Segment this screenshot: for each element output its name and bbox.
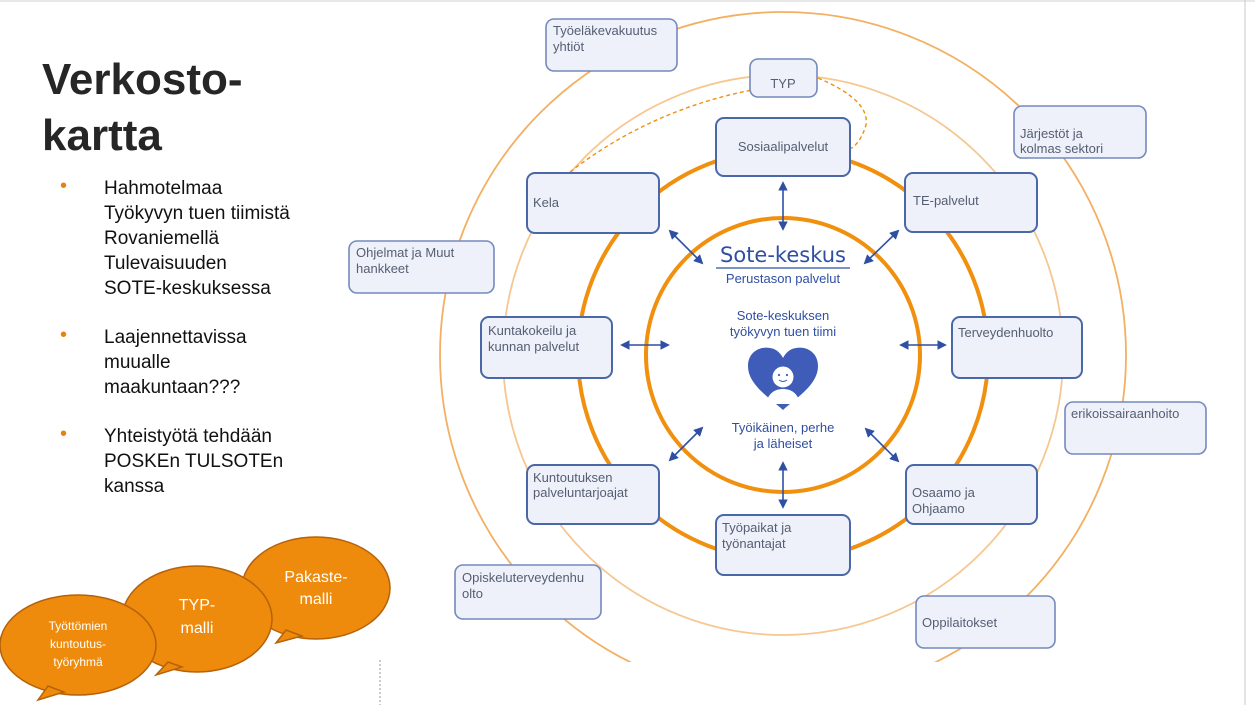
node-osaamo-ohjaamo: Osaamo ja Ohjaamo <box>905 464 1038 525</box>
svg-text:Opiskeluterveydenhu: Opiskeluterveydenhu <box>462 570 584 585</box>
svg-text:Osaamo ja: Osaamo ja <box>912 485 976 500</box>
svg-text:työnantajat: työnantajat <box>722 536 786 551</box>
node-typ: TYP <box>749 58 818 98</box>
svg-text:hankkeet: hankkeet <box>356 261 409 276</box>
svg-text:TYP: TYP <box>770 76 795 91</box>
slide-title: Verkosto- kartta <box>42 55 243 160</box>
bubble-pakaste-malli: Pakaste- malli <box>241 536 391 645</box>
bullet-item: • Yhteistyötä tehdään POSKEn TULSOTEn kan… <box>60 423 290 499</box>
bullet-dot-icon: • <box>60 423 68 445</box>
svg-text:Kuntakokeilu ja: Kuntakokeilu ja <box>488 323 577 338</box>
center-focus-line2: ja läheiset <box>753 436 813 451</box>
node-jarjestot: Järjestöt ja kolmas sektori <box>1013 105 1147 159</box>
node-tyopaikat: Työpaikat ja työnantajat <box>715 514 851 576</box>
node-kuntoutus: Kuntoutuksen palveluntarjoajat <box>526 464 660 525</box>
dashed-link-kela-typ <box>569 89 753 173</box>
svg-text:malli: malli <box>181 620 214 637</box>
center-team-line2: työkyvyn tuen tiimi <box>730 324 836 339</box>
svg-text:Sosiaalipalvelut: Sosiaalipalvelut <box>738 139 829 154</box>
node-terveydenhuolto: Terveydenhuolto <box>951 316 1083 379</box>
svg-text:Ohjaamo: Ohjaamo <box>912 501 965 516</box>
svg-text:olto: olto <box>462 586 483 601</box>
node-opiskeluterveydenhuolto: Opiskeluterveydenhu olto <box>454 564 602 620</box>
node-kuntakokeilu: Kuntakokeilu ja kunnan palvelut <box>480 316 613 379</box>
svg-text:Terveydenhuolto: Terveydenhuolto <box>958 325 1053 340</box>
svg-text:Oppilaitokset: Oppilaitokset <box>922 615 998 630</box>
node-oppilaitokset: Oppilaitokset <box>915 595 1056 649</box>
node-tyoelakevakuutus: Työeläkevakuutus yhtiöt <box>545 18 678 72</box>
svg-text:TYP-: TYP- <box>179 597 215 614</box>
arrow-kuntoutus <box>668 426 704 462</box>
svg-text:Järjestöt ja: Järjestöt ja <box>1020 126 1084 141</box>
heart-person-icon <box>748 347 818 410</box>
center-title: Sote-keskus <box>720 243 846 267</box>
outer-ring <box>439 11 1127 662</box>
bullet-text: Hahmotelmaa Työkyvyn tuen tiimistä Rovan… <box>104 178 290 299</box>
svg-text:Työttömien: Työttömien <box>49 619 108 633</box>
bullet-item: • Hahmotelmaa Työkyvyn tuen tiimistä Rova… <box>60 175 290 301</box>
arrow-kela <box>668 229 704 265</box>
svg-text:TE-palvelut: TE-palvelut <box>913 193 979 208</box>
bullet-text: Laajennettavissa muualle maakuntaan??? <box>104 327 247 398</box>
bullet-text: Yhteistyötä tehdään POSKEn TULSOTEn kans… <box>104 426 284 497</box>
svg-text:Kuntoutuksen: Kuntoutuksen <box>533 470 613 485</box>
svg-text:yhtiöt: yhtiöt <box>553 39 584 54</box>
svg-text:kuntoutus-: kuntoutus- <box>50 637 106 651</box>
node-te-palvelut: TE-palvelut <box>904 172 1038 233</box>
center-subtitle: Perustason palvelut <box>726 271 841 286</box>
svg-text:erikoissairaanhoito: erikoissairaanhoito <box>1071 406 1179 421</box>
node-kela: Kela <box>526 172 660 234</box>
svg-text:työryhmä: työryhmä <box>53 655 103 669</box>
arrow-osaamo <box>864 427 900 463</box>
dashed-link-typ-sosiaali <box>817 77 867 151</box>
svg-text:kunnan palvelut: kunnan palvelut <box>488 339 579 354</box>
center-team-line1: Sote-keskuksen <box>737 308 830 323</box>
bullet-list: • Hahmotelmaa Työkyvyn tuen tiimistä Rova… <box>60 175 290 523</box>
node-erikoissairaanhoito: erikoissairaanhoito <box>1064 401 1207 455</box>
center-focus-line1: Työikäinen, perhe <box>732 420 835 435</box>
svg-text:Pakaste-: Pakaste- <box>284 569 347 586</box>
bullet-item: • Laajennettavissa muualle maakuntaan??? <box>60 324 290 400</box>
bullet-dot-icon: • <box>60 324 68 346</box>
svg-text:kolmas sektori: kolmas sektori <box>1020 141 1103 156</box>
svg-text:Työeläkevakuutus: Työeläkevakuutus <box>553 23 658 38</box>
bubble-typ-malli: TYP- malli <box>121 565 273 677</box>
node-ohjelmat: Ohjelmat ja Muut hankkeet <box>348 240 495 294</box>
bullet-dot-icon: • <box>60 175 68 197</box>
arrow-te <box>863 229 900 265</box>
svg-text:Työpaikat ja: Työpaikat ja <box>722 520 792 535</box>
svg-text:Kela: Kela <box>533 195 560 210</box>
svg-text:malli: malli <box>300 591 333 608</box>
node-sosiaalipalvelut: Sosiaalipalvelut <box>715 117 851 177</box>
svg-text:Ohjelmat ja Muut: Ohjelmat ja Muut <box>356 245 455 260</box>
bubble-tyottomien-kuntoutustyoryhma: Työttömien kuntoutus- työryhmä <box>0 594 157 702</box>
svg-text:palveluntarjoajat: palveluntarjoajat <box>533 485 628 500</box>
